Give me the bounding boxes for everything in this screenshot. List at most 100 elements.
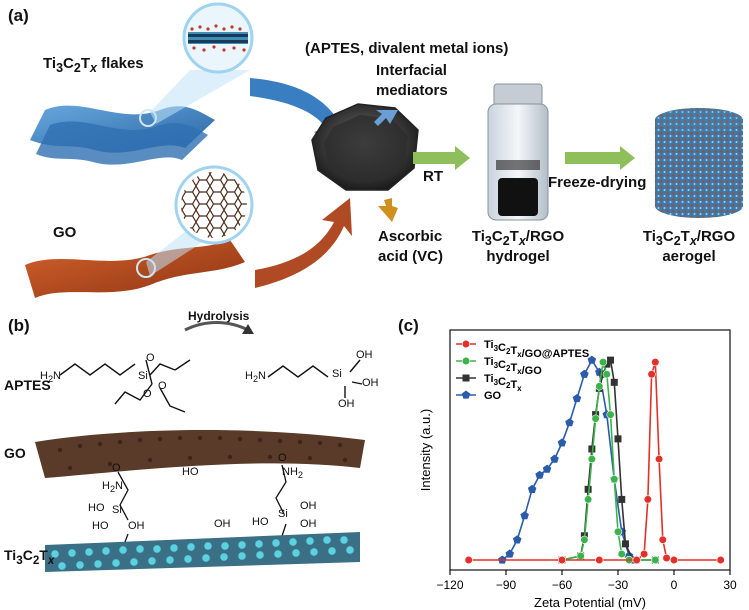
silanol-oh1: OH [356,349,373,361]
data-point [613,527,623,536]
aptes-o3: O [158,380,167,392]
data-point [584,495,593,504]
data-point [662,553,671,563]
aerogel-cylinder [655,108,743,218]
data-point [584,485,592,493]
linker-o-left: O [112,462,121,474]
left-ho2: HO [92,520,109,532]
data-point [716,555,725,565]
data-point [602,370,611,379]
data-point [580,535,589,544]
data-point [550,454,559,463]
data-point [572,394,582,403]
x-tick-label: 0 [671,578,678,592]
label-ascorbic-1: Ascorbic [378,228,443,245]
label-go-b: GO [4,445,26,461]
left-oh: OH [128,520,145,532]
aptes-o1: O [146,352,155,364]
panel-b-graphics [35,321,365,572]
data-point [595,555,604,565]
data-point [535,470,544,479]
data-point [603,360,611,368]
data-point [607,356,615,364]
left-ho1: HO [88,502,105,514]
label-rt: RT [423,168,443,185]
data-point [527,484,537,493]
data-point [557,555,567,565]
label-aerogel-1: Ti3C2Tx/RGO [642,228,736,248]
reaction-bowl [311,103,419,191]
linker-h2n-left: H2N [102,480,123,495]
panel-c-label: (c) [398,316,419,335]
x-tick-label: −90 [496,578,517,592]
mxene-slab-model [45,532,360,572]
label-hydrogel-2: hydrogel [486,248,550,265]
mediator-arrow [374,110,398,126]
aptes-o2: O [143,388,152,400]
data-point [621,540,629,548]
data-point [512,535,522,544]
data-point [658,535,667,544]
silanol-h2n: H2N [245,370,266,385]
legend-label: GO [484,390,502,402]
data-point [647,370,656,379]
panel-a-label: (a) [8,6,29,25]
data-point [505,549,514,558]
data-point [614,435,622,443]
hydrogel-vial [487,83,549,221]
panel-a-graphics [25,2,743,298]
mxene-flake-illustration [30,105,215,165]
right-oh1: OH [300,500,317,512]
data-point [606,410,615,419]
data-point [587,355,597,364]
data-point [461,339,471,349]
x-axis-label: Zeta Potential (mV) [534,595,646,610]
data-point [464,555,473,565]
legend-label: Ti3C2Tx [484,373,522,393]
data-point [595,382,604,391]
data-point [640,549,649,559]
go-sheet-illustration [25,240,245,298]
label-ti3c2tx-flakes: Ti3C2Tx flakes [43,55,144,75]
go-ho-left: HO [182,466,199,478]
data-point [591,414,600,423]
linker-o-right: O [278,452,287,464]
label-mediators-3: mediators [376,82,448,99]
data-point [598,358,608,367]
silanol-oh2: OH [362,377,379,389]
go-zoom-circle [174,165,254,245]
ascorbic-arrow [378,198,398,222]
linker-nh2-right: NH2 [282,466,303,481]
label-go: GO [53,224,77,241]
y-axis-label: Intensity (a.u.) [418,409,433,491]
data-point [651,358,660,367]
legend-label: Ti3C2Tx/GO [484,356,542,377]
plot-frame [449,329,731,571]
data-point [669,555,679,565]
data-point [565,418,574,427]
freeze-arrow [565,146,635,170]
x-tick-label: −30 [608,578,629,592]
x-tick-label: −60 [552,578,573,592]
right-si: Si [278,508,288,520]
series-line [561,361,656,561]
right-ho: HO [252,516,269,528]
x-tick-label: −120 [436,578,463,592]
data-point [557,438,567,447]
data-point [632,555,641,565]
data-point [643,495,652,504]
label-hydrogel-1: Ti3C2Tx/RGO [471,228,565,248]
data-point [618,495,626,503]
rt-arrow [413,146,470,170]
label-ti3c2tx-b: Ti3C2Tx [4,547,55,567]
label-hydrolysis: Hydrolysis [188,309,250,323]
data-point [587,454,596,464]
label-ascorbic-2: acid (VC) [378,248,444,265]
data-point [520,511,529,520]
data-point [651,555,660,565]
silanol-si: Si [332,368,342,380]
data-point [461,356,471,366]
arrow-go-to-bowl [255,198,352,288]
right-oh2: OH [300,518,317,530]
